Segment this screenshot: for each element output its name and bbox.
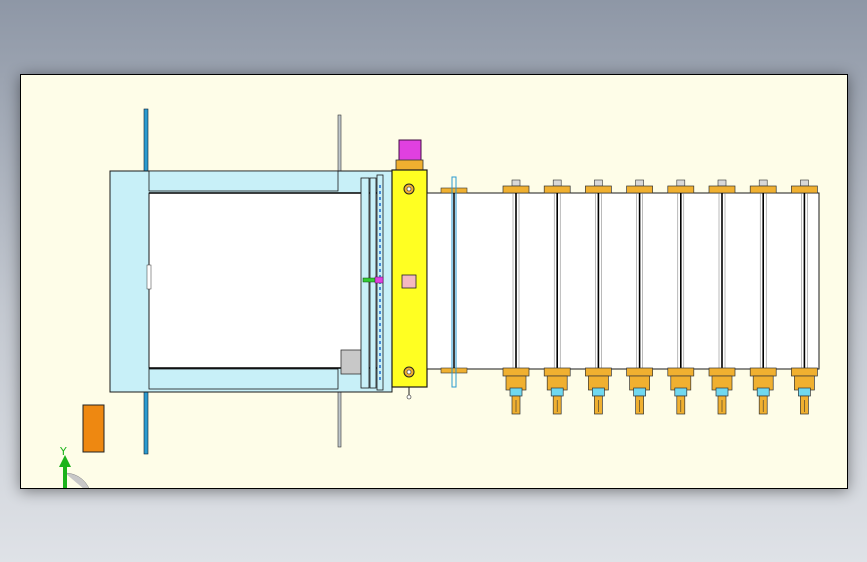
side-plates <box>360 174 384 391</box>
tension-roller <box>440 176 468 388</box>
motor-cap <box>398 139 422 163</box>
cad-viewport[interactable]: Y X <box>20 74 848 489</box>
y-axis-label: Y <box>59 445 67 458</box>
roller-station <box>708 179 736 415</box>
roller-station <box>502 179 530 415</box>
roller-stations <box>502 179 818 415</box>
orange-block <box>82 404 105 453</box>
motor-assembly <box>391 139 428 400</box>
roller-station <box>543 179 571 415</box>
conveyor-belt <box>426 192 820 370</box>
roller-station <box>749 179 777 415</box>
roller-station <box>626 179 653 415</box>
roller-station <box>667 179 695 415</box>
roller-station <box>791 179 818 415</box>
paper-sheet <box>148 192 382 369</box>
sensor-box <box>340 349 362 375</box>
axis-triad: Y X <box>59 445 90 488</box>
machine-top-view: Y X <box>59 108 820 488</box>
roller-station <box>585 179 612 415</box>
